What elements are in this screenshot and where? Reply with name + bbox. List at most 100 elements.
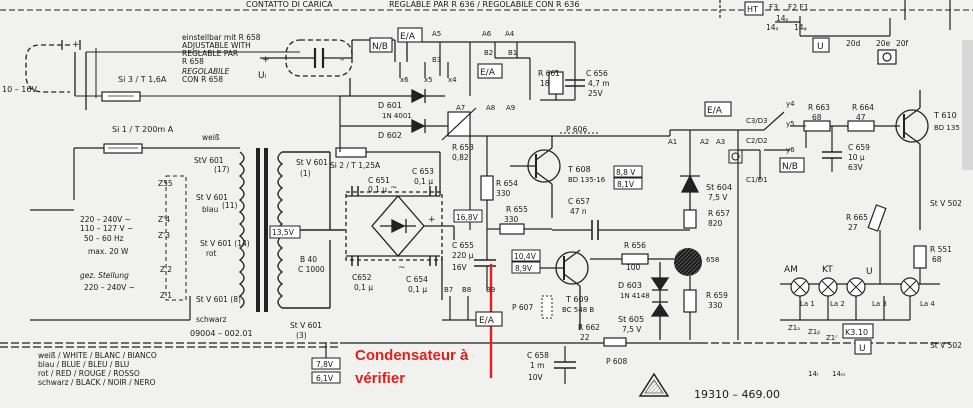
svg-text:F2 F1: F2 F1 [788, 3, 809, 12]
svg-text:rot: rot [206, 249, 217, 258]
transformer [238, 148, 345, 312]
svg-text:20e: 20e [876, 39, 891, 48]
stv502-top: St V 502 [930, 199, 962, 208]
svg-text:C 658: C 658 [527, 351, 549, 360]
p607: P 607 [512, 303, 533, 312]
svg-text:330: 330 [708, 301, 723, 310]
svg-text:BD 135: BD 135 [934, 124, 960, 132]
svg-text:+: + [428, 215, 436, 225]
svg-text:schwarz: schwarz [196, 315, 227, 324]
mains-spec: 220 – 240V ~ 110 – 127 V ~ 50 – 60 Hz ma… [80, 215, 133, 256]
svg-text:8,8 V: 8,8 V [616, 168, 636, 177]
r551 [913, 245, 927, 269]
svg-text:50 – 60 Hz: 50 – 60 Hz [84, 234, 124, 243]
svg-text:R 653: R 653 [452, 143, 474, 152]
svg-text:330: 330 [504, 215, 519, 224]
box-u-top [812, 37, 830, 53]
svg-text:C 659: C 659 [848, 143, 870, 152]
svg-text:0,1 µ: 0,1 µ [408, 285, 427, 294]
c656 [565, 79, 585, 87]
fuse-si1-label: Si 1 / T 200m A [112, 125, 174, 134]
svg-text:y6: y6 [786, 146, 795, 154]
svg-text:+: + [262, 55, 270, 65]
ui-label: Uₗ [258, 71, 267, 81]
svg-text:Z'3: Z'3 [158, 231, 170, 240]
svg-text:B9: B9 [486, 286, 495, 294]
r663 [803, 120, 831, 132]
annotation-label: Condensateur à vérifier [355, 347, 469, 387]
warning-triangle-icon [638, 372, 670, 397]
svg-text:0,82: 0,82 [452, 153, 469, 162]
svg-text:CON R 658: CON R 658 [182, 75, 223, 84]
t610 [895, 90, 929, 230]
svg-text:A1: A1 [668, 138, 677, 146]
svg-text:7,5 V: 7,5 V [622, 325, 642, 334]
svg-text:La 1: La 1 [800, 300, 815, 308]
svg-text:blau: blau [202, 205, 218, 214]
r664 [847, 120, 875, 132]
svg-text:4,7 m: 4,7 m [588, 79, 610, 88]
bridge-rectifier [345, 152, 455, 300]
indicator-lamp-icon [728, 149, 743, 164]
svg-text:16,8V: 16,8V [456, 213, 479, 222]
selector-part-no: 09004 – 002.01 [190, 329, 253, 338]
header-top-center: CONTATTO DI CARICA [246, 0, 333, 9]
svg-text:10 µ: 10 µ [848, 153, 865, 162]
svg-text:St V 601 (14): St V 601 (14) [200, 239, 250, 248]
box-k3-10 [842, 323, 874, 339]
volt-8-9 [511, 261, 541, 274]
svg-text:A3: A3 [716, 138, 725, 146]
svg-text:D 603: D 603 [618, 281, 642, 290]
stv601-blocks: weiß StV 601 (17) St V 601 blau (11) St … [194, 133, 250, 324]
svg-text:weiß: weiß [202, 133, 220, 142]
svg-text:gez. Stellung: gez. Stellung [80, 271, 129, 280]
pin-x6: x6 [400, 76, 409, 84]
svg-text:ADJUSTABLE WITH: ADJUSTABLE WITH [182, 41, 251, 50]
svg-text:C652: C652 [352, 273, 372, 282]
box-u-bottom [854, 339, 872, 355]
svg-text:27: 27 [848, 223, 858, 232]
svg-text:63V: 63V [848, 163, 864, 172]
svg-text:Si 2 / T 1,25A: Si 2 / T 1,25A [330, 161, 381, 170]
svg-text:Z1ᶜ: Z1ᶜ [826, 334, 838, 342]
svg-text:T 609: T 609 [565, 295, 589, 304]
svg-text:R 656: R 656 [624, 241, 646, 250]
svg-text:R 654: R 654 [496, 179, 518, 188]
pin-b1: B1 [508, 49, 517, 57]
svg-text:47 n: 47 n [570, 207, 587, 216]
r653 [441, 107, 477, 141]
box-ea-low [475, 311, 503, 327]
svg-text:C1/D1: C1/D1 [746, 176, 768, 184]
svg-text:1N 4148: 1N 4148 [620, 292, 650, 300]
volt-8-1 [613, 177, 643, 190]
stv502-bottom: St V 502 [930, 341, 962, 350]
svg-text:HT: HT [747, 5, 758, 14]
svg-text:68: 68 [812, 113, 822, 122]
d603 [650, 262, 670, 340]
svg-text:–: – [340, 55, 345, 65]
svg-text:La 4: La 4 [920, 300, 935, 308]
box-ea-top-label: E/A [400, 32, 416, 42]
svg-text:20f: 20f [896, 39, 909, 48]
svg-text:(3): (3) [296, 331, 307, 340]
svg-text:(17): (17) [214, 165, 229, 174]
svg-text:E/A: E/A [707, 106, 723, 116]
svg-text:B 40: B 40 [300, 255, 317, 264]
box-nb-top-label: N/B [372, 42, 388, 52]
svg-text:La 3: La 3 [872, 300, 887, 308]
svg-text:REGOLABILE: REGOLABILE [182, 67, 230, 76]
svg-text:AM: AM [784, 265, 798, 275]
volt-6-1 [311, 371, 341, 384]
svg-text:BD 135-16: BD 135-16 [568, 176, 606, 184]
svg-text:1N 4001: 1N 4001 [382, 112, 412, 120]
header-top-right: REGLABLE PAR R 636 / REGOLABILE CON R 63… [389, 0, 579, 9]
lamp-la3 [846, 277, 866, 297]
r662 [603, 337, 627, 347]
svg-text:y4: y4 [786, 100, 795, 108]
svg-text:13,5V: 13,5V [272, 228, 295, 237]
voltage-selector [165, 175, 187, 301]
pin-a6: A6 [482, 30, 492, 38]
svg-text:KT: KT [822, 265, 833, 275]
svg-text:C 656: C 656 [586, 69, 608, 78]
